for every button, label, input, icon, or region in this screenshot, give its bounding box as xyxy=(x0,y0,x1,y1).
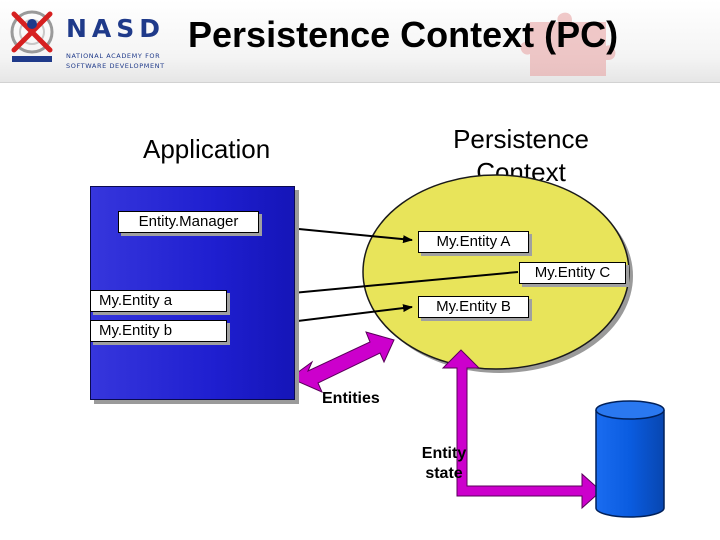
app-entity-b-box: My.Entity b xyxy=(90,320,227,342)
entities-arrow xyxy=(289,331,395,393)
nasd-logo: NASD NATIONAL ACADEMY FOR SOFTWARE DEVEL… xyxy=(4,4,182,74)
persistence-context-ellipse xyxy=(362,174,630,370)
application-heading: Application xyxy=(143,134,271,164)
logo-tagline-line2: SOFTWARE DEVELOPMENT xyxy=(66,62,165,70)
puzzle-piece-icon xyxy=(520,12,616,77)
entity-state-label: Entity state xyxy=(421,445,467,482)
database-icon xyxy=(595,400,665,518)
slide-header: NASD NATIONAL ACADEMY FOR SOFTWARE DEVEL… xyxy=(0,0,720,83)
pc-entity-b-box: My.Entity B xyxy=(418,296,529,318)
logo-wordmark: NASD xyxy=(66,14,166,43)
pc-entity-a-box: My.Entity A xyxy=(418,231,529,253)
logo-tagline-line1: NATIONAL ACADEMY FOR xyxy=(66,52,161,60)
entities-label: Entities xyxy=(322,390,380,407)
app-entity-a-box: My.Entity a xyxy=(90,290,227,312)
entity-state-arrow xyxy=(441,349,602,510)
logo-emblem-icon xyxy=(10,10,54,62)
page-title: Persistence Context (PC) xyxy=(188,14,619,55)
entity-manager-box: Entity.Manager xyxy=(118,211,259,233)
pc-entity-c-box: My.Entity C xyxy=(519,262,626,284)
